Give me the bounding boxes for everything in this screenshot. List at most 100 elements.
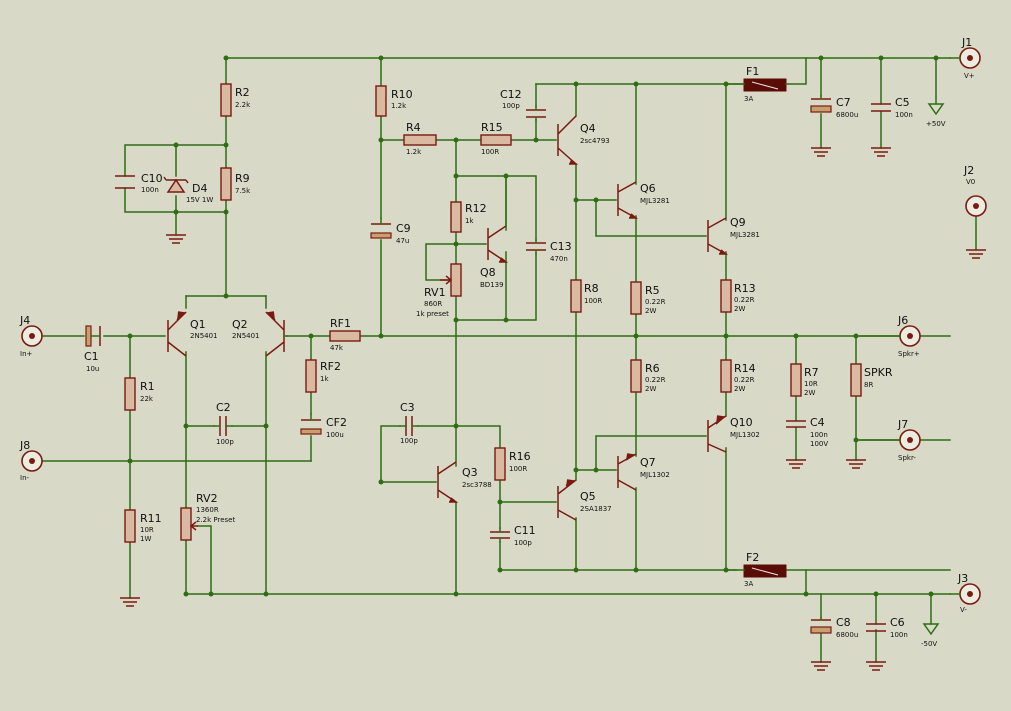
label-cf2-ref: CF2 bbox=[326, 416, 347, 429]
label-r16-ref: R16 bbox=[509, 450, 531, 463]
label-spkr-ref: SPKR bbox=[864, 366, 893, 379]
label-c5-value: 100n bbox=[895, 111, 913, 119]
resistor-r12 bbox=[450, 201, 462, 233]
capacitor-c9 bbox=[370, 217, 392, 239]
label-r2-ref: R2 bbox=[235, 86, 250, 99]
label-c12-ref: C12 bbox=[500, 88, 522, 101]
capacitor-c3 bbox=[399, 416, 419, 436]
label-c1-value: 10u bbox=[86, 365, 99, 373]
label-q6-ref: Q6 bbox=[640, 182, 656, 195]
zener-diode-d4 bbox=[163, 176, 189, 193]
label-j1-ref: J1 bbox=[961, 36, 972, 49]
label-q9-part: MJL3281 bbox=[730, 231, 760, 239]
label-c6-ref: C6 bbox=[890, 616, 905, 629]
capacitor-c6 bbox=[866, 623, 886, 632]
label-q10-part: MJL1302 bbox=[730, 431, 760, 439]
label-c9-value: 47u bbox=[396, 237, 409, 245]
wires bbox=[41, 57, 977, 663]
capacitor-c8 bbox=[810, 617, 832, 634]
resistor-r6 bbox=[630, 359, 642, 393]
capacitor-c1 bbox=[85, 325, 101, 347]
transistor-q6 bbox=[617, 181, 639, 219]
label-c11-ref: C11 bbox=[514, 524, 536, 537]
label-c7-ref: C7 bbox=[836, 96, 851, 109]
label-q1-ref: Q1 bbox=[190, 318, 206, 331]
capacitor-c5 bbox=[871, 103, 891, 112]
ground-icon bbox=[166, 234, 186, 244]
label-j2-note: V0 bbox=[966, 178, 975, 186]
label-r11-value: 10R bbox=[140, 526, 154, 534]
label-r2-value: 2.2k bbox=[235, 101, 251, 109]
label-c6-value: 100n bbox=[890, 631, 908, 639]
label-r6-ref: R6 bbox=[645, 362, 660, 375]
preset-rv2 bbox=[180, 507, 192, 541]
jack-j1 bbox=[949, 47, 981, 69]
resistor-r16 bbox=[494, 447, 506, 481]
label-d4-value: 15V 1W bbox=[186, 196, 213, 204]
resistor-r8 bbox=[570, 279, 582, 313]
label-cf2-value: 100u bbox=[326, 431, 344, 439]
label-r13-ref: R13 bbox=[734, 282, 756, 295]
transistor-q10 bbox=[707, 415, 727, 453]
label-c3-ref: C3 bbox=[400, 401, 415, 414]
transistors bbox=[167, 115, 729, 521]
label-rv1-value: 860R bbox=[424, 300, 442, 308]
label-c2-ref: C2 bbox=[216, 401, 231, 414]
preset-rv1 bbox=[450, 263, 462, 297]
resistor-rf1 bbox=[329, 330, 361, 342]
transistor-q9 bbox=[707, 217, 729, 255]
label-q5-ref: Q5 bbox=[580, 490, 596, 503]
label-c4-value: 100n bbox=[810, 431, 828, 439]
label-q3-ref: Q3 bbox=[462, 466, 478, 479]
label-q7-ref: Q7 bbox=[640, 456, 656, 469]
label-r7-ref: R7 bbox=[804, 366, 819, 379]
resistor-r4 bbox=[403, 134, 437, 146]
label-q3-part: 2sc3788 bbox=[462, 481, 492, 489]
label-q4-ref: Q4 bbox=[580, 122, 596, 135]
label-j8-note: In- bbox=[20, 474, 30, 482]
label-j2-ref: J2 bbox=[963, 164, 974, 177]
label-c13-value: 470n bbox=[550, 255, 568, 263]
label-r14-ref: R14 bbox=[734, 362, 756, 375]
label-q9-ref: Q9 bbox=[730, 216, 746, 229]
resistor-r2 bbox=[220, 83, 232, 117]
capacitor-c4 bbox=[786, 420, 806, 428]
label-r10-ref: R10 bbox=[391, 88, 413, 101]
label-d4-ref: D4 bbox=[192, 182, 207, 195]
label-j4-note: In+ bbox=[20, 350, 33, 358]
capacitors bbox=[85, 95, 891, 634]
label-rv2-ref: RV2 bbox=[196, 492, 218, 505]
label-rv2-value: 1360R bbox=[196, 506, 219, 514]
label-r9-value: 7.5k bbox=[235, 187, 251, 195]
label-r11-extra: 1W bbox=[140, 535, 151, 543]
label-c4-ref: C4 bbox=[810, 416, 825, 429]
label-c12-value: 100p bbox=[502, 102, 520, 110]
ground-icon bbox=[811, 661, 831, 671]
label-rv1-extra: 1k preset bbox=[416, 310, 449, 318]
label-j7-ref: J7 bbox=[897, 418, 908, 431]
label-c13-ref: C13 bbox=[550, 240, 572, 253]
label-r10-value: 1.2k bbox=[391, 102, 407, 110]
transistor-q3 bbox=[437, 461, 459, 503]
jack-j2 bbox=[965, 195, 987, 217]
transistor-q7 bbox=[617, 453, 637, 491]
label-q7-part: MJL1302 bbox=[640, 471, 670, 479]
label-r14-extra: 2W bbox=[734, 385, 745, 393]
label-f1-value: 3A bbox=[744, 95, 753, 103]
label-r13-extra: 2W bbox=[734, 305, 745, 313]
label-r1-value: 22k bbox=[140, 395, 154, 403]
label-r4-value: 1.2k bbox=[406, 148, 422, 156]
resistor-rf2 bbox=[305, 359, 317, 393]
ground-icon bbox=[866, 661, 886, 671]
label-negative-rail: -50V bbox=[921, 640, 937, 648]
ground-icon bbox=[120, 597, 140, 607]
fuses bbox=[725, 57, 807, 578]
label-c8-ref: C8 bbox=[836, 616, 851, 629]
capacitor-c2 bbox=[213, 416, 233, 436]
label-q8-part: BD139 bbox=[480, 281, 504, 289]
label-positive-rail: +50V bbox=[926, 120, 946, 128]
label-r9-ref: R9 bbox=[235, 172, 250, 185]
label-r5-extra: 2W bbox=[645, 307, 656, 315]
jack-j3 bbox=[949, 583, 981, 605]
